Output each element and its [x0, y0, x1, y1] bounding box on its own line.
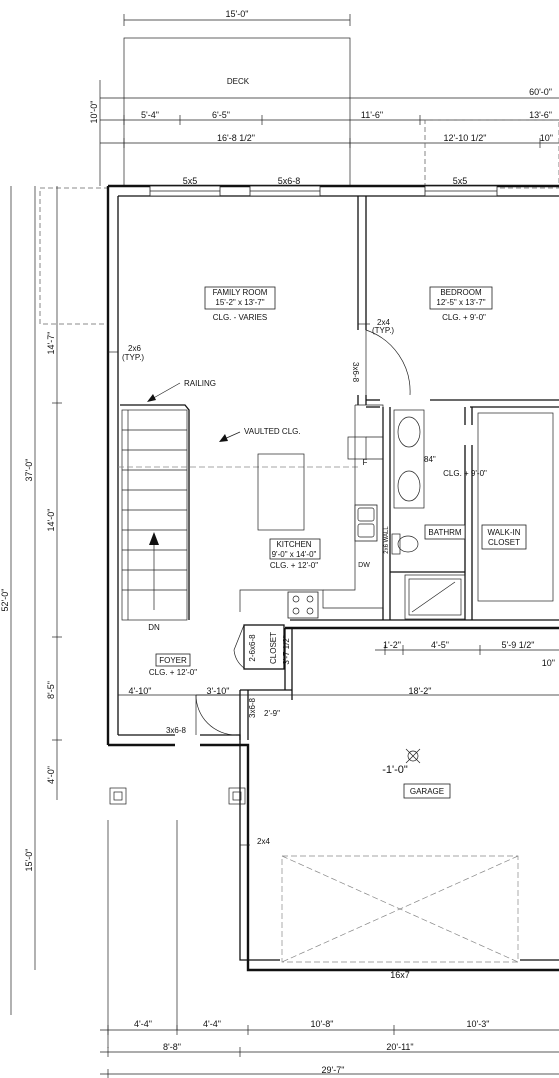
wall-2x6-small-label: 2x6 WALL: [384, 526, 390, 554]
bedroom-size: 12'-5" x 13'-7": [436, 298, 485, 307]
dim-seg-1: 5'-4": [141, 110, 159, 120]
dashed-overhang-left: [39, 187, 109, 325]
deck-label: DECK: [227, 77, 250, 86]
dim-bottom-4: 10'-3": [467, 1019, 490, 1029]
dim-45-label: 4'-5": [431, 640, 449, 650]
porch-post-right: [228, 787, 246, 805]
overall-width-dim: 60'-0": [529, 87, 552, 97]
family-room-size: 15'-2" x 13'-7": [215, 298, 264, 307]
windows: 5x5 5x6-8 5x5: [149, 176, 498, 197]
door-3x68-bed-label: 3x6-8: [351, 362, 360, 383]
dim-depth-4: 4'-0": [46, 766, 56, 784]
garage-2x4-label: 2x4: [257, 837, 270, 846]
walkin-closet: WALK-IN CLOSET CLG. + 9'-0": [443, 412, 554, 602]
kitchen-counters: F 2x6 WALL DW: [239, 404, 390, 619]
dim-182-label: 18'-2": [409, 686, 432, 696]
dim-seg-3: 11'-6": [361, 110, 383, 120]
dim-depth-5: 15'-0": [24, 849, 34, 872]
left-dimensions: 52'-0" 37'-0" 14'-7" 14'-0" 8'-5" 4'-0" …: [0, 186, 62, 1015]
garage-door-label: 3x6-8: [248, 697, 257, 718]
dim-depth-3: 8'-5": [46, 681, 56, 699]
foyer-clg: CLG. + 12'-0": [149, 668, 197, 677]
height-84-label: 84": [424, 455, 436, 464]
wall-2x4-typ: (TYP.): [372, 326, 394, 335]
kitchen-clg: CLG. + 12'-0": [270, 561, 318, 570]
dim-bottom-6: 20'-11": [386, 1042, 413, 1052]
wall-2x4-label: 2x4: [377, 318, 390, 327]
foyer-name: FOYER: [159, 656, 187, 665]
dim-5912-label: 5'-9 1/2": [502, 640, 535, 650]
window-w2-label: 5x6-8: [278, 176, 301, 186]
kitchen-size: 9'-0" x 14'-0": [272, 550, 317, 559]
wall-2x6-label: 2x6: [128, 344, 141, 353]
family-room: FAMILY ROOM 15'-2" x 13'-7" CLG. - VARIE…: [204, 286, 276, 322]
dim-seg-7: 10": [540, 133, 553, 143]
bottom-dimensions: 4'-4" 4'-4" 10'-8" 10'-3" 8'-8" 20'-11" …: [100, 1019, 559, 1078]
dim-seg-6: 12'-10 1/2": [444, 133, 487, 143]
fridge-label: F: [363, 458, 368, 467]
deck-depth-dim: 10'-0": [89, 101, 99, 124]
dim-10-label: 10": [542, 658, 555, 668]
dim-37-12-label: 3'-7 1/2": [282, 635, 291, 664]
bath-fixtures: 84" BATHRM: [391, 409, 466, 620]
window-w3-label: 5x5: [453, 176, 468, 186]
dim-depth-2: 14'-0": [46, 509, 56, 532]
dim-bottom-3: 10'-8": [311, 1019, 334, 1029]
railing-leader: [149, 382, 181, 401]
dim-bottom-5: 8'-8": [163, 1042, 181, 1052]
stairs-dn-label: DN: [148, 623, 160, 632]
walkin-label-1: WALK-IN: [487, 528, 520, 537]
bedroom-name: BEDROOM: [440, 288, 482, 297]
railing-label: RAILING: [184, 379, 216, 388]
dim-seg-2: 6'-5": [212, 110, 230, 120]
dim-seg-5: 16'-8 1/2": [217, 133, 255, 143]
dim-bottom-2: 4'-4": [203, 1019, 221, 1029]
door-26x68-label: 2-6x6-8: [248, 634, 257, 662]
garage-level: -1'-0": [382, 764, 408, 776]
dim-410-label: 4'-10": [129, 686, 152, 696]
closet-label: CLOSET: [269, 632, 278, 664]
wall-2x6-typ: (TYP.): [122, 353, 144, 362]
garage: -1'-0" GARAGE 2x4 16x7: [240, 748, 519, 980]
dim-bottom-overall: 29'-7": [322, 1065, 345, 1075]
front-door-label: 3x6-8: [166, 726, 187, 735]
family-room-clg: CLG. - VARIES: [213, 313, 268, 322]
garage-label: GARAGE: [410, 787, 444, 796]
bedroom: BEDROOM 12'-5" x 13'-7" CLG. + 9'-0": [429, 286, 493, 322]
garage-door-size: 16x7: [390, 970, 410, 980]
dim-12-label: 1'-2": [383, 640, 401, 650]
kitchen-name: KITCHEN: [276, 540, 311, 549]
porch-post-left: [109, 787, 127, 805]
dim-29-label: 2'-9": [264, 709, 280, 718]
kitchen-island: [257, 453, 305, 531]
overall-depth-dim: 52'-0": [0, 589, 10, 612]
top-dimensions: 15'-0" 60'-0" 5'-4" 6'-5" 11'-6" 13'-6" …: [89, 9, 559, 186]
window-w1-label: 5x5: [183, 176, 198, 186]
house-depth-dim: 37'-0": [24, 459, 34, 482]
bedroom-clg: CLG. + 9'-0": [442, 313, 486, 322]
kitchen: KITCHEN 9'-0" x 14'-0" CLG. + 12'-0": [269, 538, 321, 570]
dw-label: DW: [358, 562, 370, 569]
stairs: DN: [120, 404, 190, 632]
bath-label: BATHRM: [428, 528, 462, 537]
dim-310-label: 3'-10": [207, 686, 230, 696]
dim-bottom-1: 4'-4": [134, 1019, 152, 1029]
family-room-name: FAMILY ROOM: [213, 288, 268, 297]
dim-seg-4: 13'-6": [529, 110, 552, 120]
bedroom-door: 3x6-8: [351, 329, 411, 396]
deck-width-dim: 15'-0": [226, 9, 249, 19]
foyer: FOYER CLG. + 12'-0": [149, 653, 197, 677]
walkin-label-2: CLOSET: [488, 538, 520, 547]
dim-depth-1: 14'-7": [46, 332, 56, 355]
walkin-clg: CLG. + 9'-0": [443, 469, 487, 478]
vaulted-label: VAULTED CLG.: [244, 427, 301, 436]
dashed-overhang-right: [424, 119, 559, 189]
